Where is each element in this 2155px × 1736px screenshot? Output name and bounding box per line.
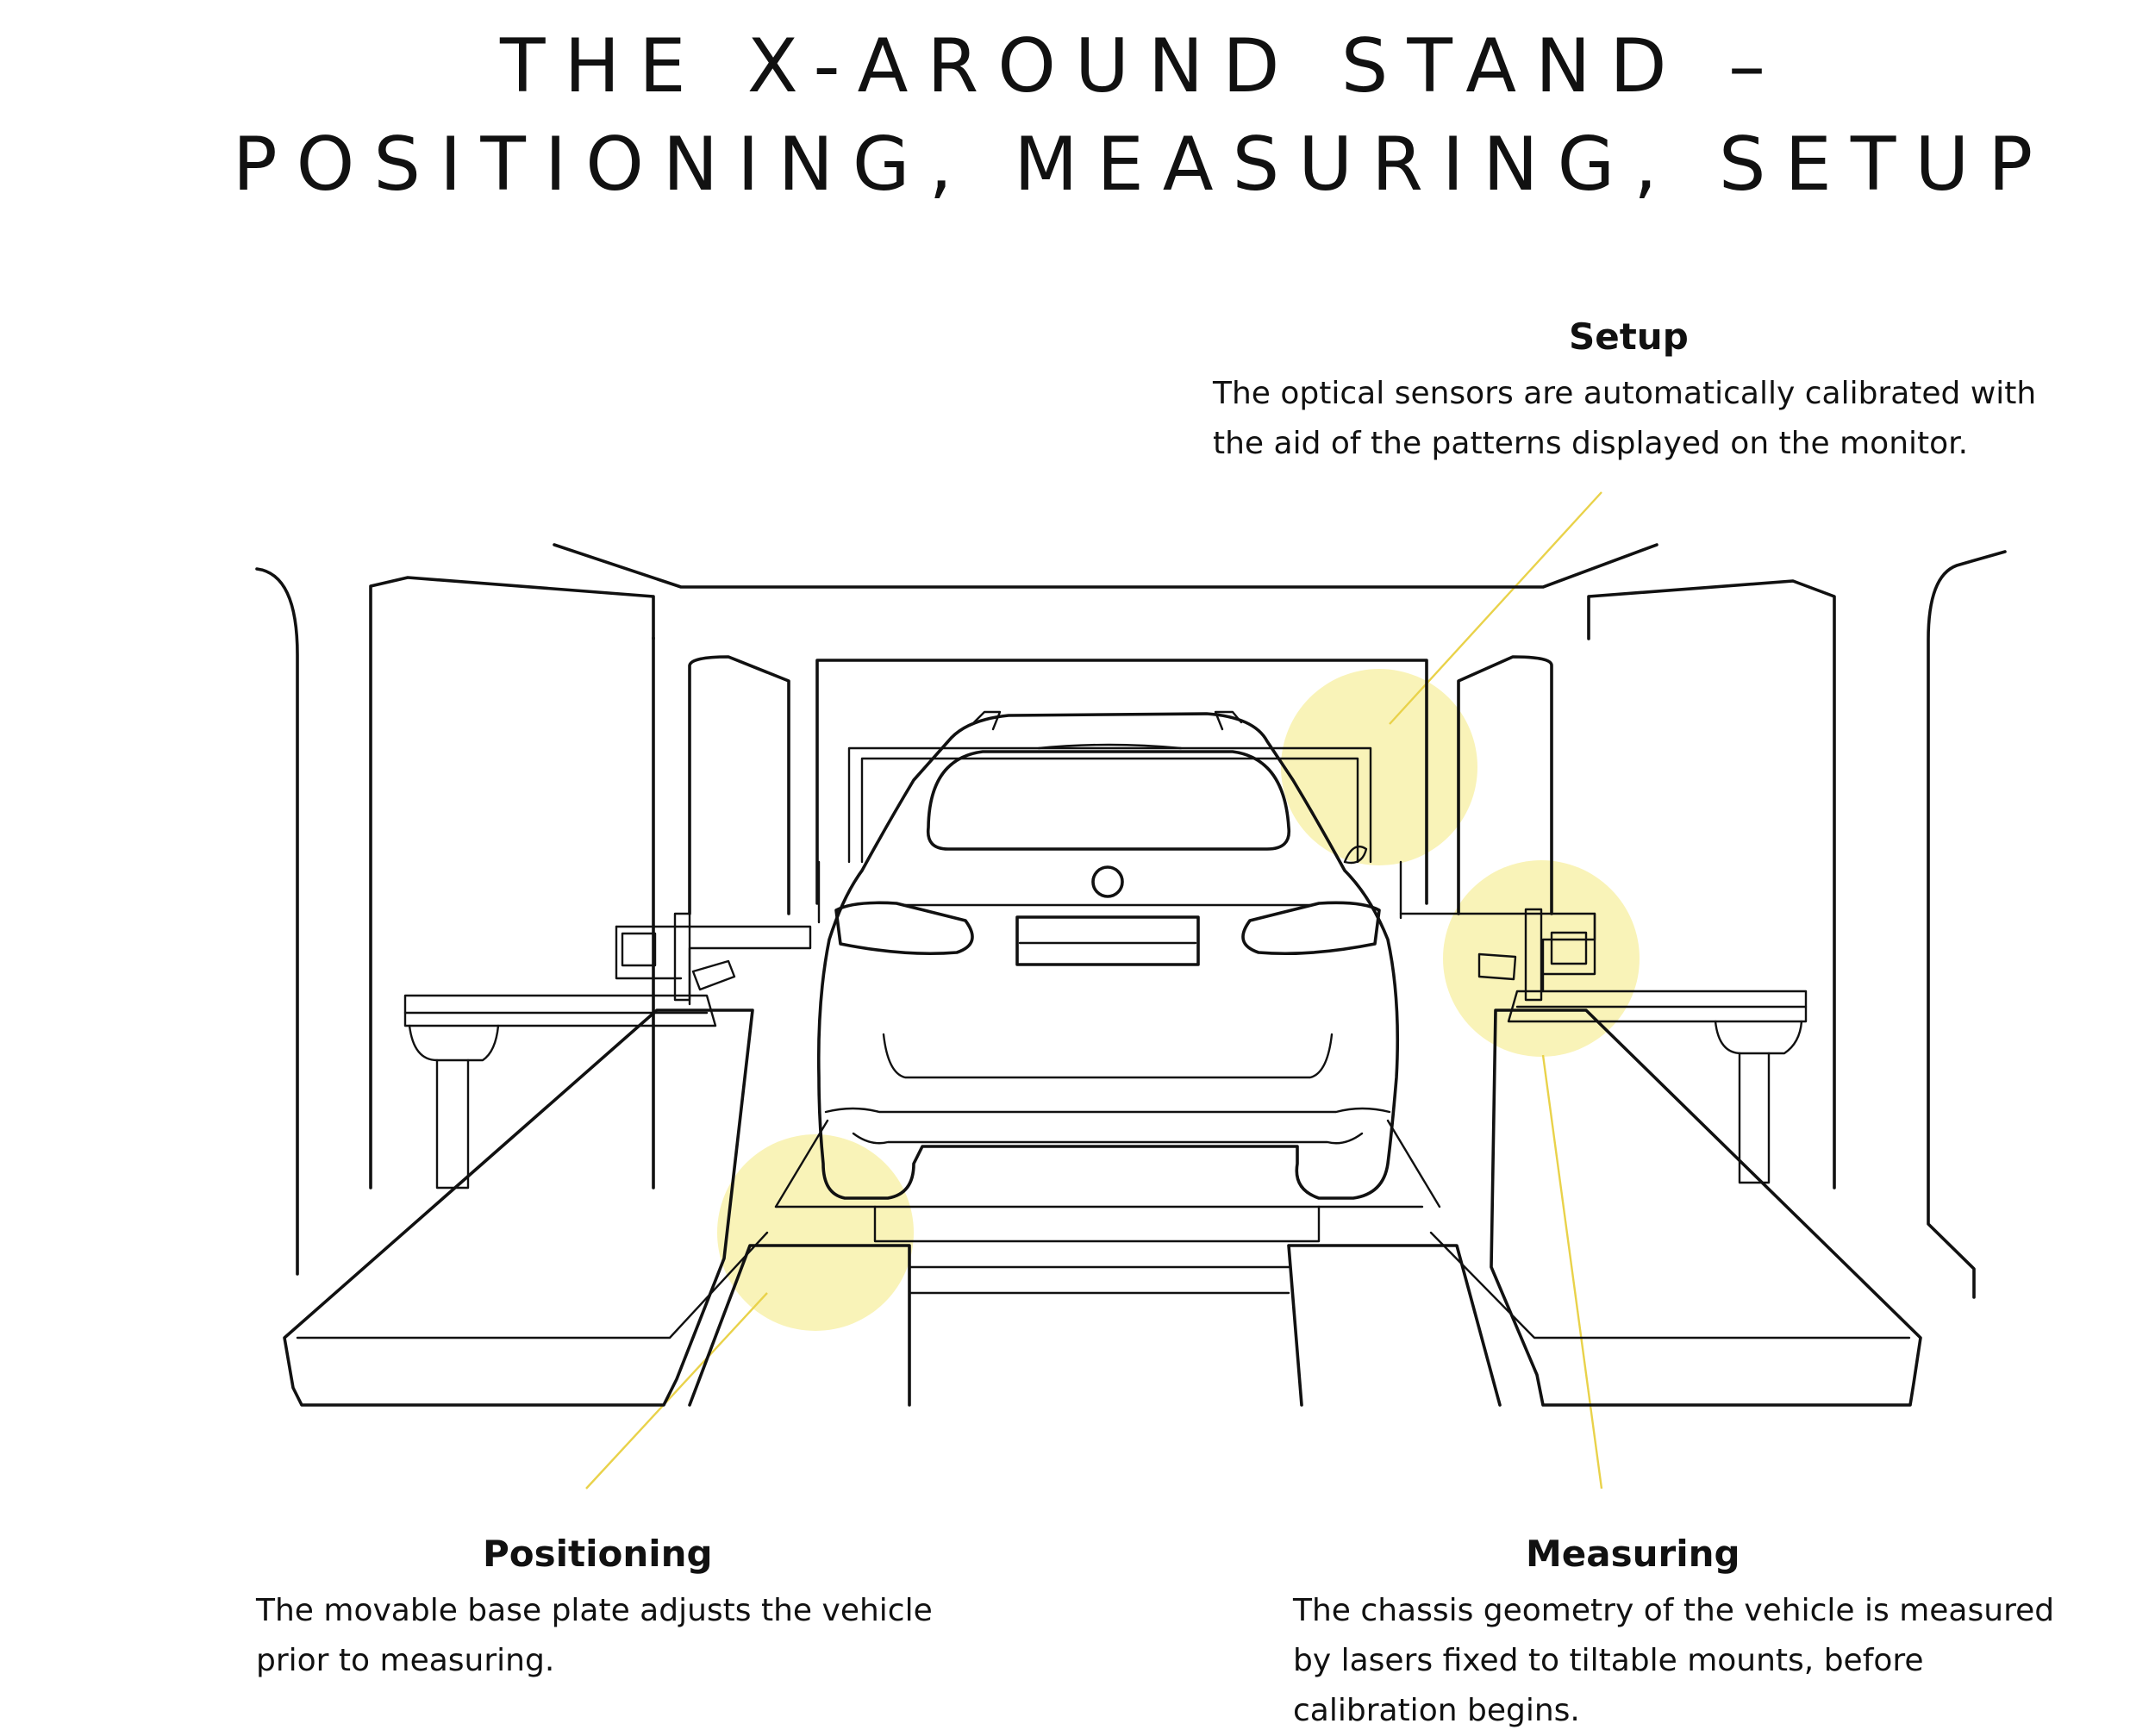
measuring-description: The chassis geometry of the vehicle is m… [1293,1593,2055,1728]
positioning-description: The movable base plate adjusts the vehic… [256,1593,933,1678]
setup-highlight [1281,669,1477,865]
setup-description: The optical sensors are automatically ca… [1213,376,2037,461]
positioning-heading: Positioning [483,1533,713,1575]
vehicle-rear-view [816,710,1400,1200]
floor-platforms [283,1009,1922,1407]
setup-heading: Setup [1569,315,1689,358]
measuring-heading: Measuring [1526,1533,1740,1575]
right-measuring-arm [1399,860,1808,1184]
hall-frame [255,543,2007,1299]
license-plate [1015,915,1200,966]
brand-emblem-icon [1091,865,1124,898]
side-walls [652,636,1553,1190]
positioning-annotation: Positioning The movable base plate adjus… [256,1536,963,1686]
positioning-leader-line [585,1292,768,1489]
setup-leader-line [1389,491,1602,725]
setup-annotation: Setup The optical sensors are automatica… [1213,319,2092,469]
positioning-highlight [717,1134,914,1331]
monitor-frame [815,659,1428,905]
page-title-line-1: THE X-AROUND STAND – [500,23,1784,109]
left-measuring-arm [403,860,821,1190]
measuring-leader-line [1541,1054,1603,1489]
page-title-line-2: POSITIONING, MEASURING, SETUP [232,122,2052,208]
measuring-annotation: Measuring The chassis geometry of the ve… [1293,1536,2069,1736]
